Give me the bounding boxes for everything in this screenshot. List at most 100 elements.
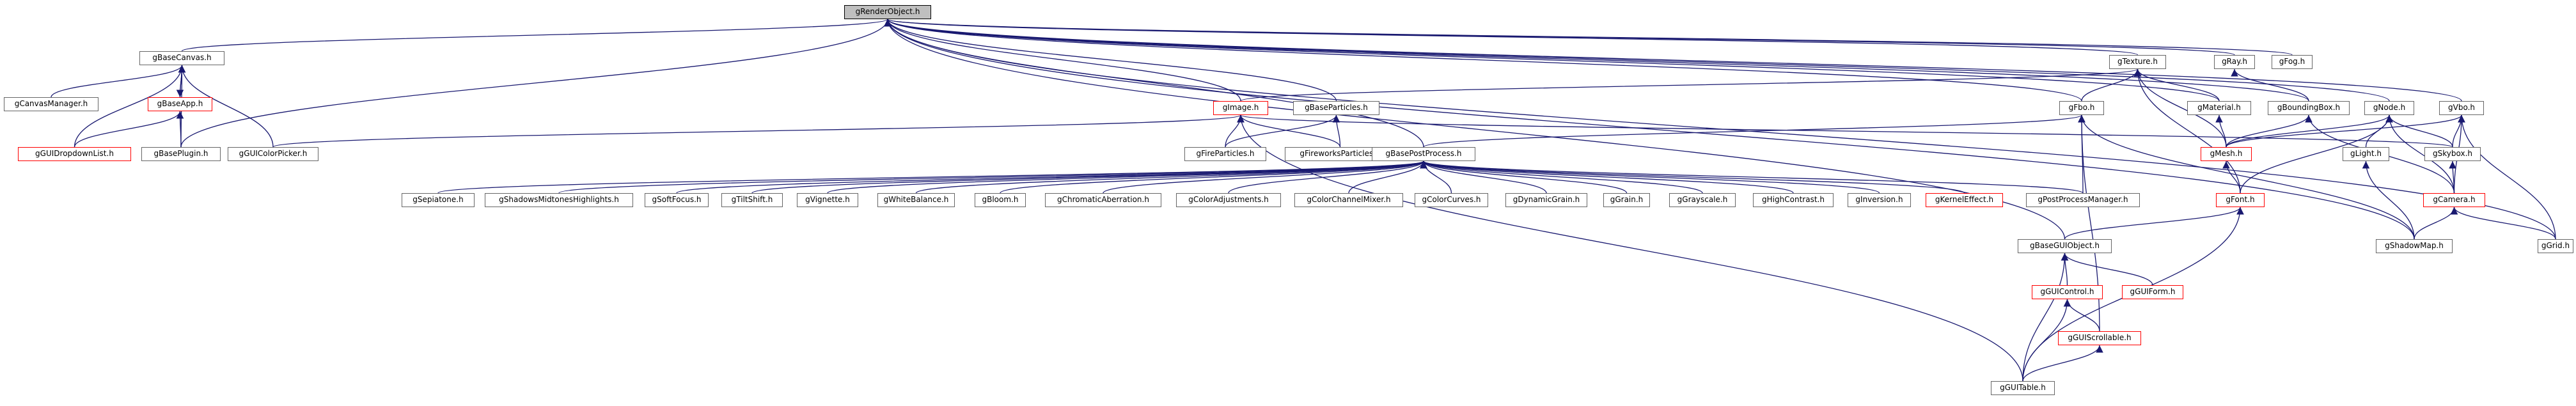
node-gCamera[interactable]: gCamera.h [2423, 193, 2485, 207]
node-gFireworksParticles[interactable]: gFireworksParticles.h [1285, 147, 1395, 161]
edge-gGUIColorPicker-to-gImage [272, 114, 1245, 148]
node-gWhiteBalance[interactable]: gWhiteBalance.h [877, 193, 955, 207]
edge-gGUIColorPicker-to-gBaseCanvas [178, 65, 274, 148]
node-gBasePlugin[interactable]: gBasePlugin.h [141, 147, 221, 161]
edge-gDynamicGrain-to-gBasePostProcess [1420, 160, 1547, 194]
edge-gGUIDropdownList-to-gBaseApp [74, 111, 184, 148]
edge-gWhiteBalance-to-gBasePostProcess [915, 160, 1427, 194]
node-gPostProcessManager[interactable]: gPostProcessManager.h [2026, 193, 2140, 207]
edge-gMesh-to-gMaterial [2215, 114, 2227, 148]
edge-gGrid-to-gCamera [2450, 207, 2556, 240]
node-gMaterial[interactable]: gMaterial.h [2187, 101, 2251, 115]
node-gGUIControl[interactable]: gGUIControl.h [2032, 285, 2103, 299]
edge-gImage-to-gRenderObject [884, 19, 1241, 102]
edge-gBaseCanvas-to-gRenderObject [181, 19, 891, 52]
edge-gVbo-to-gRenderObject [884, 19, 2462, 102]
node-gHighContrast[interactable]: gHighContrast.h [1753, 193, 1834, 207]
edge-gHighContrast-to-gBasePostProcess [1420, 160, 1794, 194]
node-gColorAdjustments[interactable]: gColorAdjustments.h [1176, 193, 1281, 207]
edge-gGUITable-to-gBaseGUIObject [2022, 253, 2069, 382]
edge-gShadowMap-to-gRenderObject [884, 19, 2415, 240]
edge-gBaseParticles-to-gRenderObject [884, 19, 1337, 102]
edge-gGrain-to-gBasePostProcess [1420, 160, 1628, 194]
node-gBloom[interactable]: gBloom.h [975, 193, 1026, 207]
edge-gTexture-to-gRenderObject [884, 19, 2139, 56]
edge-gSkybox-to-gVbo [2452, 114, 2465, 148]
edge-gCanvasManager-to-gBaseCanvas [51, 65, 186, 98]
edge-gMesh-to-gTexture [2133, 68, 2227, 148]
node-gGUIColorPicker[interactable]: gGUIColorPicker.h [228, 147, 318, 161]
node-gFireParticles[interactable]: gFireParticles.h [1184, 147, 1266, 161]
edge-gBasePostProcess-to-gRenderObject [884, 19, 1424, 148]
node-gImage[interactable]: gImage.h [1213, 101, 1268, 115]
edge-gGUIForm-to-gBaseGUIObject [2061, 253, 2153, 286]
node-gChromaticAberration[interactable]: gChromaticAberration.h [1045, 193, 1161, 207]
edge-gGUITable-to-gImage [1237, 114, 2023, 382]
node-gGUIForm[interactable]: gGUIForm.h [2122, 285, 2183, 299]
node-gTexture[interactable]: gTexture.h [2109, 55, 2166, 69]
node-gFog[interactable]: gFog.h [2272, 55, 2313, 69]
node-gGUITable[interactable]: gGUITable.h [1991, 381, 2055, 395]
edge-gShadowMap-to-gLight [2362, 160, 2415, 240]
edge-gFont-to-gMesh [2222, 160, 2241, 194]
node-gShadowsMidtonesHighlights[interactable]: gShadowsMidtonesHighlights.h [485, 193, 633, 207]
edge-gGrayscale-to-gBasePostProcess [1420, 160, 1703, 194]
node-gFbo[interactable]: gFbo.h [2059, 101, 2104, 115]
edge-gCamera-to-gSkybox [2449, 160, 2456, 194]
node-gSoftFocus[interactable]: gSoftFocus.h [645, 193, 709, 207]
edge-gBasePlugin-to-gBaseApp [176, 111, 184, 148]
node-gMesh[interactable]: gMesh.h [2201, 147, 2252, 161]
edge-gFont-to-gTexture [2133, 68, 2241, 194]
node-gCanvasManager[interactable]: gCanvasManager.h [4, 97, 98, 111]
node-gDynamicGrain[interactable]: gDynamicGrain.h [1505, 193, 1587, 207]
node-gTiltShift[interactable]: gTiltShift.h [721, 193, 783, 207]
edge-gImage-to-gTexture [1240, 68, 2141, 102]
edge-gBasePostProcess-to-gFbo [1423, 114, 2085, 148]
edge-gBaseCanvas-to-gBaseApp [176, 65, 184, 98]
edge-gBloom-to-gBasePostProcess [1000, 160, 1427, 194]
node-gNode[interactable]: gNode.h [2364, 101, 2414, 115]
node-gVignette[interactable]: gVignette.h [797, 193, 858, 207]
edge-gMesh-to-gNode [2226, 114, 2393, 148]
edge-gFireworksParticles-to-gBaseParticles [1332, 114, 1341, 148]
node-gRenderObject: gRenderObject.h [844, 5, 931, 19]
node-gFont[interactable]: gFont.h [2216, 193, 2265, 207]
node-gBaseParticles[interactable]: gBaseParticles.h [1293, 101, 1379, 115]
edge-gShadowsMidtonesHighlights-to-gBasePostProcess [558, 160, 1427, 194]
node-gGUIScrollable[interactable]: gGUIScrollable.h [2058, 331, 2141, 345]
edge-gCamera-to-gNode [2385, 114, 2455, 194]
edge-gGUITable-to-gGUIControl [2022, 299, 2071, 382]
edge-gBoundingBox-to-gRay [2231, 68, 2309, 102]
node-gInversion[interactable]: gInversion.h [1848, 193, 1911, 207]
node-gVbo[interactable]: gVbo.h [2439, 101, 2484, 115]
node-gGrain[interactable]: gGrain.h [1603, 193, 1650, 207]
node-gSkybox[interactable]: gSkybox.h [2424, 147, 2481, 161]
edge-gFireParticles-to-gBaseParticles [1225, 114, 1340, 148]
edge-gMesh-to-gVbo [2226, 114, 2465, 148]
edge-gColorAdjustments-to-gBasePostProcess [1228, 160, 1427, 194]
node-gBaseGUIObject[interactable]: gBaseGUIObject.h [2018, 239, 2112, 253]
node-gGUIDropdownList[interactable]: gGUIDropdownList.h [18, 147, 131, 161]
edge-gKernelEffect-to-gBasePostProcess [1420, 160, 1965, 194]
edge-gShadowMap-to-gFbo [2078, 114, 2415, 240]
node-gShadowMap[interactable]: gShadowMap.h [2376, 239, 2453, 253]
node-gColorCurves[interactable]: gColorCurves.h [1415, 193, 1488, 207]
node-gGrid[interactable]: gGrid.h [2538, 239, 2573, 253]
edge-gPostProcessManager-to-gBasePostProcess [1420, 160, 2084, 194]
edge-gFont-to-gNode [2240, 114, 2393, 194]
node-gLight[interactable]: gLight.h [2343, 147, 2389, 161]
edge-gGrid-to-gVbo [2458, 114, 2556, 240]
node-gKernelEffect[interactable]: gKernelEffect.h [1926, 193, 2003, 207]
node-gBoundingBox[interactable]: gBoundingBox.h [2268, 101, 2350, 115]
node-gRay[interactable]: gRay.h [2214, 55, 2255, 69]
node-gColorChannelMixer[interactable]: gColorChannelMixer.h [1294, 193, 1403, 207]
node-gGrayscale[interactable]: gGrayscale.h [1669, 193, 1736, 207]
node-gBaseApp[interactable]: gBaseApp.h [148, 97, 212, 111]
edge-gSkybox-to-gImage [1237, 114, 2453, 148]
node-gBaseCanvas[interactable]: gBaseCanvas.h [139, 51, 224, 65]
edge-gVignette-to-gBasePostProcess [827, 160, 1427, 194]
node-gSepiatone[interactable]: gSepiatone.h [402, 193, 475, 207]
node-gBasePostProcess[interactable]: gBasePostProcess.h [1372, 147, 1475, 161]
